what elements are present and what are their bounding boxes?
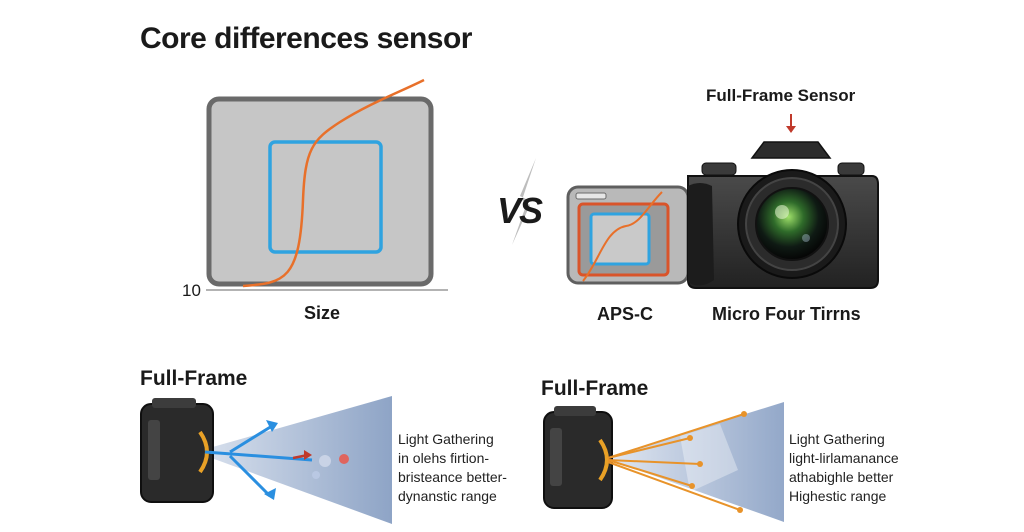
full-frame-sensor-callout: Full-Frame Sensor [706, 86, 856, 105]
note-line: athabighle better [789, 469, 894, 485]
light-cone [604, 402, 784, 522]
bottom-left-illustration [140, 396, 392, 524]
bottom-right-illustration [543, 402, 784, 522]
camera-icon [687, 114, 879, 289]
bottom-right-heading: Full-Frame [541, 377, 649, 400]
note-line: Light Gathering [789, 431, 885, 447]
graph-tick-label: 10 [182, 281, 201, 300]
size-caption: Size [304, 303, 341, 323]
apsc-sensor-chip [566, 185, 690, 285]
note-line: dynanstic range [398, 488, 497, 504]
note-line: light-lirlamanance [789, 450, 899, 466]
full-frame-sensor-graphic [206, 96, 434, 287]
note-line: Highestic range [789, 488, 887, 504]
apsc-caption: APS-C [597, 304, 654, 324]
camera-caption: Micro Four Tirrns [712, 304, 861, 324]
vs-label: VS [497, 190, 543, 231]
page-title: Core differences sensor [140, 22, 472, 55]
orange-curve [242, 78, 425, 288]
bottom-left-heading: Full-Frame [140, 367, 248, 390]
small-sensor-outline [268, 140, 383, 254]
note-line: in olehs firtion- [398, 450, 490, 466]
note-line: Light Gathering [398, 431, 494, 447]
bottom-left-notes: Light Gathering in olehs firtion- briste… [398, 430, 507, 506]
note-line: bristeance better- [398, 469, 507, 485]
bottom-right-notes: Light Gathering light-lirlamanance athab… [789, 430, 899, 506]
